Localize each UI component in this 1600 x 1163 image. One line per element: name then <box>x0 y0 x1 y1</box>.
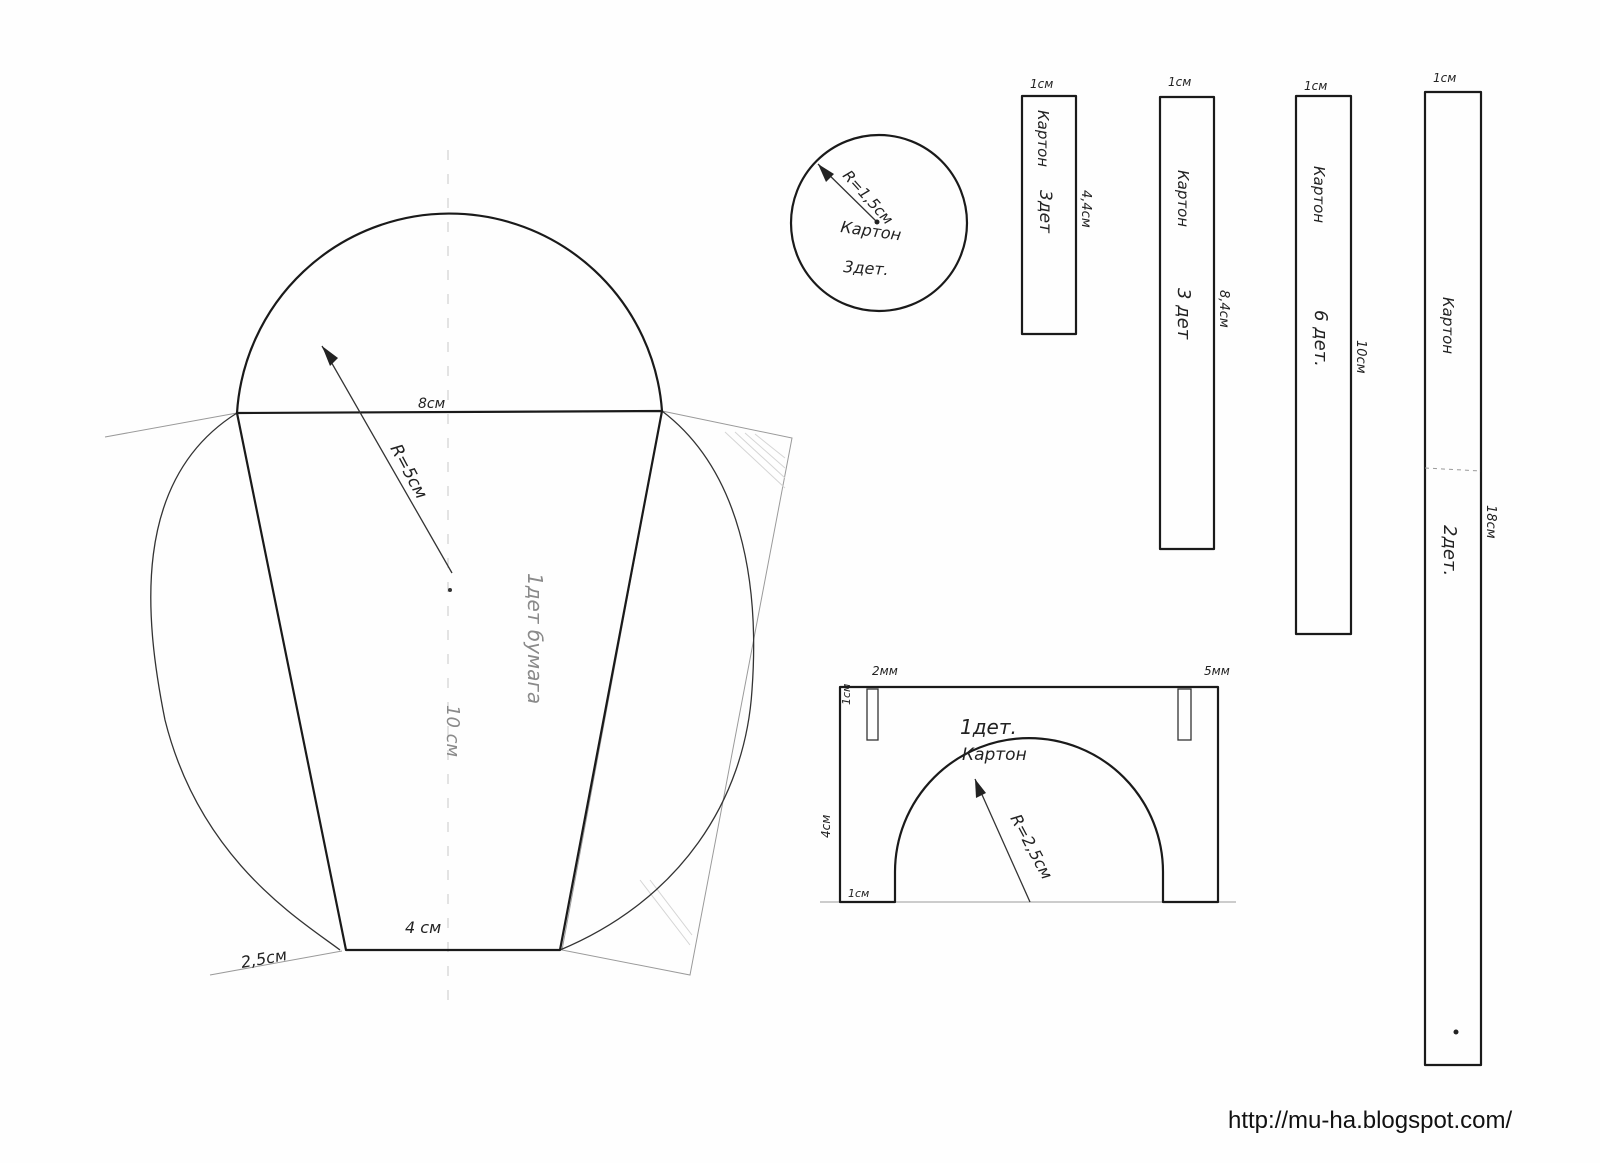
strip-4-width: 1см <box>1433 71 1456 85</box>
circle-material: Картон <box>839 217 902 244</box>
strip-3-count: 6 дет. <box>1310 310 1331 367</box>
arch-height: 4см <box>819 815 833 838</box>
strip-4-count: 2дет. <box>1439 525 1460 576</box>
strip-3: 1см 10см Картон 6 дет. <box>1294 79 1368 636</box>
strip-2-length: 8,4см <box>1216 290 1231 328</box>
strip-1-length: 4,4см <box>1078 190 1093 228</box>
strip-3-width: 1см <box>1304 79 1327 93</box>
strip-1-count: 3дет <box>1035 190 1055 234</box>
strip-1-width: 1см <box>1030 77 1053 91</box>
cone-piece: 8см R=5см 1дет бумага 10 см 4 см 2,5см <box>104 150 793 1010</box>
strip-2: 1см 8,4см Картон 3 дет <box>1158 75 1231 551</box>
hatch-marks <box>639 431 786 946</box>
strip-4: 1см 18см Картон 2дет. <box>1423 71 1498 1067</box>
cone-note: 1дет бумага <box>523 573 547 704</box>
arch-slot-height: 1см <box>840 684 853 705</box>
arch-count: 1дет. <box>960 715 1017 739</box>
strip-1: 1см 4,4см Картон 3дет <box>1020 77 1093 336</box>
cone-flap: 2,5см <box>239 945 288 972</box>
arch-radius: R=2,5см <box>1006 811 1056 882</box>
strip-3-length: 10см <box>1353 340 1368 374</box>
cone-bottom-width: 4 см <box>405 918 441 937</box>
strip-4-material: Картон <box>1439 297 1457 354</box>
arch-slot-left: 2мм <box>872 664 898 678</box>
circle-count: 3дет. <box>843 257 890 279</box>
cone-radius: R=5см <box>386 441 431 503</box>
footer-url: http://mu-ha.blogspot.com/ <box>1228 1107 1512 1134</box>
circle-piece: R=1,5см Картон 3дет. <box>789 133 969 313</box>
arch-piece: 2мм 5мм 1см 4см 1см R=2,5см 1дет. Картон <box>819 664 1236 904</box>
cone-height: 10 см <box>442 705 463 757</box>
cone-top-width: 8см <box>418 396 446 412</box>
arch-foot: 1см <box>848 887 869 900</box>
strip-2-count: 3 дет <box>1173 288 1194 340</box>
strip-4-length: 18см <box>1483 505 1498 539</box>
strip-2-material: Картон <box>1174 170 1192 227</box>
arch-slot-right: 5мм <box>1204 664 1230 678</box>
strip-1-material: Картон <box>1034 110 1052 167</box>
arch-material: Картон <box>962 745 1027 765</box>
strip-2-width: 1см <box>1168 75 1191 89</box>
strip-3-material: Картон <box>1310 166 1328 223</box>
